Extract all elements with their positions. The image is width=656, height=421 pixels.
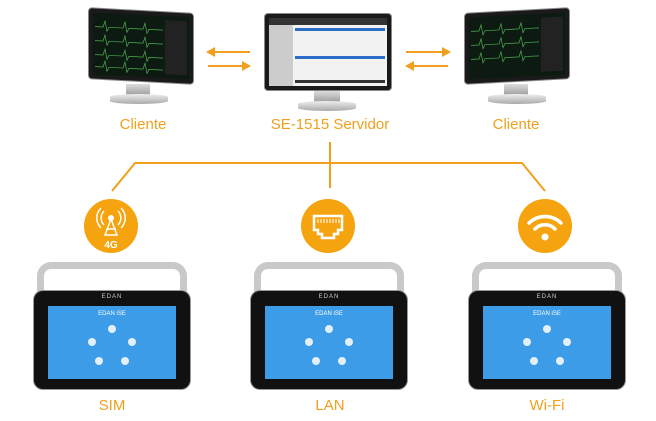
tablet-screen: EDAN iSE bbox=[265, 306, 393, 379]
device-logo: EDAN iSE bbox=[533, 311, 561, 317]
sim-label: SIM bbox=[98, 397, 126, 414]
tablet-screen: EDAN iSE bbox=[483, 306, 611, 379]
tablet-screen: EDAN iSE bbox=[48, 306, 176, 379]
arrow-left-to-client bbox=[206, 47, 250, 57]
device-logo: EDAN iSE bbox=[98, 311, 126, 317]
wifi-icon bbox=[527, 214, 563, 241]
client-monitor-right bbox=[460, 7, 570, 110]
4g-text: 4G bbox=[104, 240, 118, 251]
wifi-badge bbox=[518, 199, 572, 253]
ethernet-port-icon bbox=[312, 214, 344, 240]
arrow-left-to-server bbox=[405, 61, 448, 71]
client-label-right: Cliente bbox=[492, 116, 540, 133]
ecg-waveforms bbox=[471, 16, 563, 72]
cell-tower-4g-icon: 4G bbox=[96, 207, 126, 251]
connector-wifi bbox=[330, 162, 546, 192]
client-monitor-left bbox=[88, 7, 198, 110]
device-brand: EDAN bbox=[101, 294, 123, 300]
device-brand: EDAN bbox=[318, 294, 340, 300]
wifi-label: Wi-Fi bbox=[529, 397, 565, 414]
lan-label: LAN bbox=[315, 397, 345, 414]
server-monitor bbox=[264, 13, 394, 113]
device-brand: EDAN bbox=[536, 294, 558, 300]
client-label-left: Cliente bbox=[119, 116, 167, 133]
device-logo: EDAN iSE bbox=[315, 311, 343, 317]
lan-badge bbox=[301, 199, 355, 253]
ecg-waveforms bbox=[95, 19, 187, 76]
connector-sim bbox=[111, 162, 330, 192]
arrow-right-to-server bbox=[208, 61, 251, 71]
arrow-right-to-client bbox=[406, 47, 451, 57]
sim-4g-badge: 4G bbox=[84, 199, 138, 253]
tablet-lan: EDAN EDAN iSE bbox=[250, 262, 408, 390]
tablet-wifi: EDAN EDAN iSE bbox=[468, 262, 626, 390]
tablet-sim: EDAN EDAN iSE bbox=[33, 262, 191, 390]
server-label: SE-1515 Servidor bbox=[270, 116, 390, 133]
